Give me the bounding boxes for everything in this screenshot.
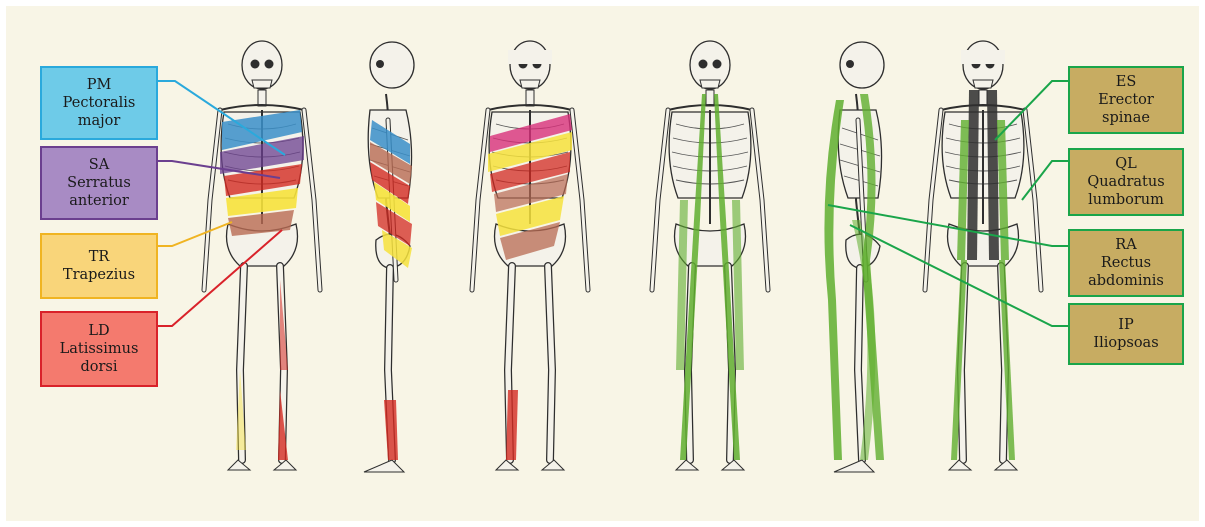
- label-latissimus-dorsi: LD Latissimus dorsi: [40, 311, 158, 387]
- label-line1: Iliopsoas: [1093, 334, 1158, 352]
- label-abbr: RA: [1115, 236, 1136, 254]
- label-line1: Pectoralis: [63, 94, 136, 112]
- label-line2: abdominis: [1088, 272, 1164, 290]
- label-line1: Latissimus: [60, 340, 139, 358]
- label-line1: Serratus: [67, 174, 131, 192]
- label-abbr: TR: [89, 248, 110, 266]
- label-erector-spinae: ES Erector spinae: [1068, 66, 1184, 134]
- label-abbr: PM: [87, 76, 112, 94]
- label-trapezius: TR Trapezius: [40, 233, 158, 299]
- figure-side-color: [364, 42, 414, 472]
- figure-back-green: [925, 41, 1041, 470]
- label-line1: Trapezius: [63, 266, 135, 284]
- figure-back-color: [472, 41, 588, 470]
- label-abbr: LD: [88, 322, 109, 340]
- label-iliopsoas: IP Iliopsoas: [1068, 303, 1184, 365]
- label-line1: Rectus: [1101, 254, 1151, 272]
- label-abbr: IP: [1118, 316, 1133, 334]
- label-line2: anterior: [69, 192, 129, 210]
- label-line2: dorsi: [80, 358, 117, 376]
- label-line1: Erector: [1098, 91, 1154, 109]
- label-line2: spinae: [1102, 109, 1150, 127]
- label-serratus-anterior: SA Serratus anterior: [40, 146, 158, 220]
- label-abbr: SA: [89, 156, 109, 174]
- label-rectus-abdominis: RA Rectus abdominis: [1068, 229, 1184, 297]
- label-line1: Quadratus: [1087, 173, 1164, 191]
- figure-side-green: [824, 42, 884, 472]
- label-abbr: ES: [1116, 73, 1137, 91]
- figure-front-color: [204, 41, 320, 470]
- figure-front-green: [652, 41, 768, 470]
- label-line2: major: [78, 112, 121, 130]
- label-abbr: QL: [1115, 155, 1137, 173]
- label-quadratus-lumborum: QL Quadratus lumborum: [1068, 148, 1184, 216]
- label-line2: lumborum: [1088, 191, 1164, 209]
- label-pectoralis-major: PM Pectoralis major: [40, 66, 158, 140]
- leader-tr: [157, 222, 232, 246]
